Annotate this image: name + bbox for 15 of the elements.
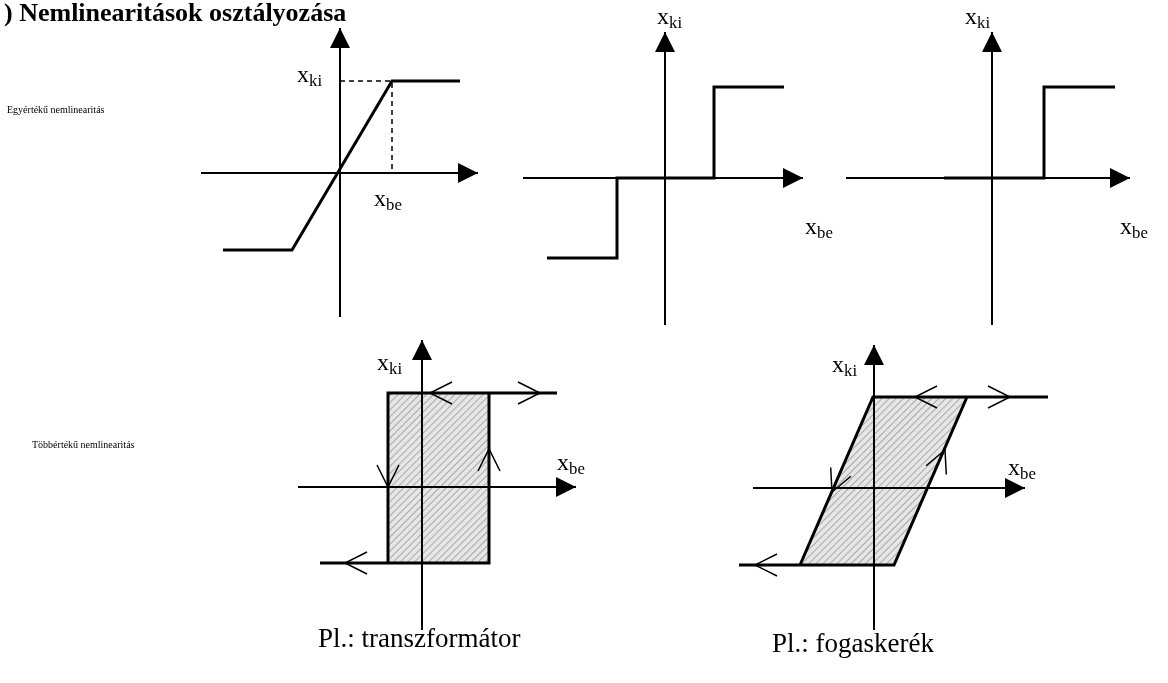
axis-label: x$_{ki}$ <box>657 4 683 32</box>
axis-label: x$_{be}$ <box>1120 214 1148 242</box>
axis-label: x$_{ki}$ <box>965 4 991 32</box>
example-caption: Pl.: fogaskerék <box>772 630 934 657</box>
axis-label: x$_{be}$ <box>805 214 833 242</box>
title: ) Nemlinearitások osztályozása <box>4 0 347 26</box>
row-label: Egyértékű nemlinearitás <box>7 105 105 115</box>
example-caption: Pl.: transzformátor <box>318 625 521 652</box>
axis-label: x$_{ki}$ <box>832 352 858 380</box>
axis-label: x$_{be}$ <box>1008 455 1036 483</box>
axis-label: x$_{be}$ <box>374 186 402 214</box>
axis-label: x$_{ki}$ <box>297 62 323 90</box>
axis-label: x$_{be}$ <box>557 450 585 478</box>
axis-label: x$_{ki}$ <box>377 350 403 378</box>
row-label: Többértékű nemlinearitás <box>32 440 135 450</box>
